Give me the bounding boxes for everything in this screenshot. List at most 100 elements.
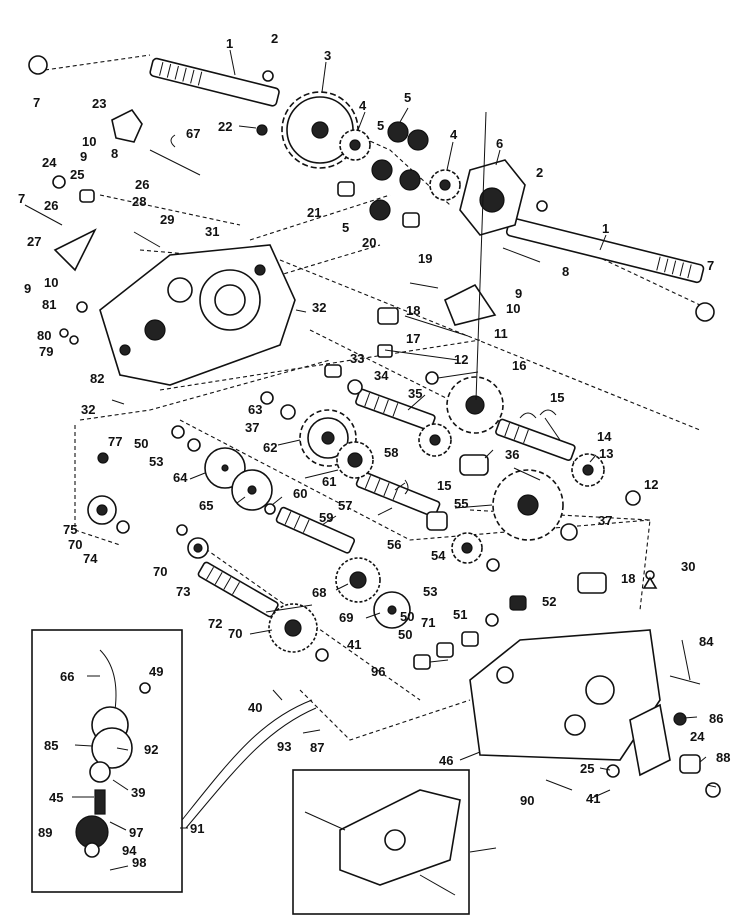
part-label: 45: [49, 790, 63, 805]
part-label: 8: [562, 264, 569, 279]
part-label: 16: [512, 358, 526, 373]
part-label: 2: [271, 31, 278, 46]
part-label: 74: [83, 551, 98, 566]
part-label: 52: [542, 594, 556, 609]
washer-73: [187, 537, 209, 559]
part-label: 24: [690, 729, 705, 744]
part-label: 50: [400, 609, 414, 624]
part-label: 28: [132, 194, 146, 209]
part-label: 27: [27, 234, 41, 249]
part-label: 26: [135, 177, 149, 192]
part-label: 55: [454, 496, 468, 511]
part-label: 13: [599, 446, 613, 461]
right-case-39: [469, 629, 671, 777]
part-label: 10: [44, 275, 58, 290]
part-label: 84: [699, 634, 714, 649]
part-label: 98: [132, 855, 146, 870]
part-label: 2: [536, 165, 543, 180]
gear-55: [492, 469, 564, 541]
washer-75: [87, 495, 117, 525]
part-label: 7: [707, 258, 714, 273]
part-label: 4: [359, 98, 367, 113]
gears: [87, 91, 605, 653]
part-label: 92: [144, 742, 158, 757]
part-label: 41: [586, 791, 600, 806]
part-label: 25: [580, 761, 594, 776]
shaft-14: [495, 418, 576, 461]
part-label: 14: [597, 429, 612, 444]
gear-54: [451, 532, 483, 564]
part-label: 70: [68, 537, 82, 552]
part-label: 17: [406, 331, 420, 346]
part-label: 57: [338, 498, 352, 513]
part-label: 60: [293, 486, 307, 501]
part-label: 51: [453, 607, 467, 622]
part-label: 29: [160, 212, 174, 227]
part-label: 81: [42, 297, 56, 312]
gear-13: [571, 453, 605, 487]
part-label: 11: [494, 326, 508, 341]
leader-lines: [72, 49, 717, 853]
shaft-57: [355, 470, 441, 518]
part-label: 12: [454, 352, 468, 367]
part-label: 72: [208, 616, 222, 631]
part-label: 9: [80, 149, 87, 164]
part-label: 79: [39, 344, 53, 359]
part-label: 24: [42, 155, 57, 170]
disc-64: [204, 447, 246, 489]
part-label: 9: [515, 286, 522, 301]
part-label: 85: [44, 738, 58, 753]
part-label: 97: [129, 825, 143, 840]
part-label: 26: [44, 198, 58, 213]
shaft-72: [197, 561, 279, 618]
part-label: 90: [520, 793, 534, 808]
part-label: 80: [37, 328, 51, 343]
part-label: 46: [439, 753, 453, 768]
small-parts: [24, 55, 721, 798]
part-label: 15: [550, 390, 564, 405]
part-label: 67: [186, 126, 200, 141]
gear-58: [418, 423, 452, 457]
shaft-35: [355, 388, 436, 431]
part-label: 33: [350, 351, 364, 366]
part-label: 53: [423, 584, 437, 599]
part-label: 96: [371, 664, 385, 679]
disc-69: [373, 591, 411, 629]
gear-5-cluster: [371, 121, 429, 191]
part-label: 5: [342, 220, 349, 235]
inset-shift-parts: [31, 629, 317, 893]
gear-4-lower: [429, 169, 461, 201]
gear-61: [336, 441, 374, 479]
part-label: 41: [347, 637, 361, 652]
part-label: 56: [387, 537, 401, 552]
part-label: 59: [319, 510, 333, 525]
part-label: 87: [310, 740, 324, 755]
part-label: 63: [248, 402, 262, 417]
part-label: 69: [339, 610, 353, 625]
part-label: 40: [248, 700, 262, 715]
part-label: 23: [92, 96, 106, 111]
part-label: 37: [245, 420, 259, 435]
part-number-labels: 1 2 3 4 5 7 23 22 67 10 9 8 5 4 6 24 25 …: [18, 31, 730, 870]
part-label: 49: [149, 664, 163, 679]
gear-4-upper: [339, 129, 371, 161]
gear-71: [268, 603, 318, 653]
part-label: 82: [90, 371, 104, 386]
part-label: 9: [24, 281, 31, 296]
part-label: 70: [228, 626, 242, 641]
part-label: 36: [505, 447, 519, 462]
part-label: 89: [38, 825, 52, 840]
part-label: 71: [421, 615, 435, 630]
part-label: 20: [362, 235, 376, 250]
part-label: 64: [173, 470, 188, 485]
shaft-59: [275, 506, 356, 554]
inset-assembled-view: [292, 769, 470, 915]
gear-68: [335, 557, 381, 603]
part-label: 10: [506, 301, 520, 316]
part-label: 4: [450, 127, 458, 142]
part-label: 86: [709, 711, 723, 726]
part-label: 5: [404, 90, 411, 105]
gear-3: [281, 91, 359, 169]
part-label: 68: [312, 585, 326, 600]
part-label: 73: [176, 584, 190, 599]
